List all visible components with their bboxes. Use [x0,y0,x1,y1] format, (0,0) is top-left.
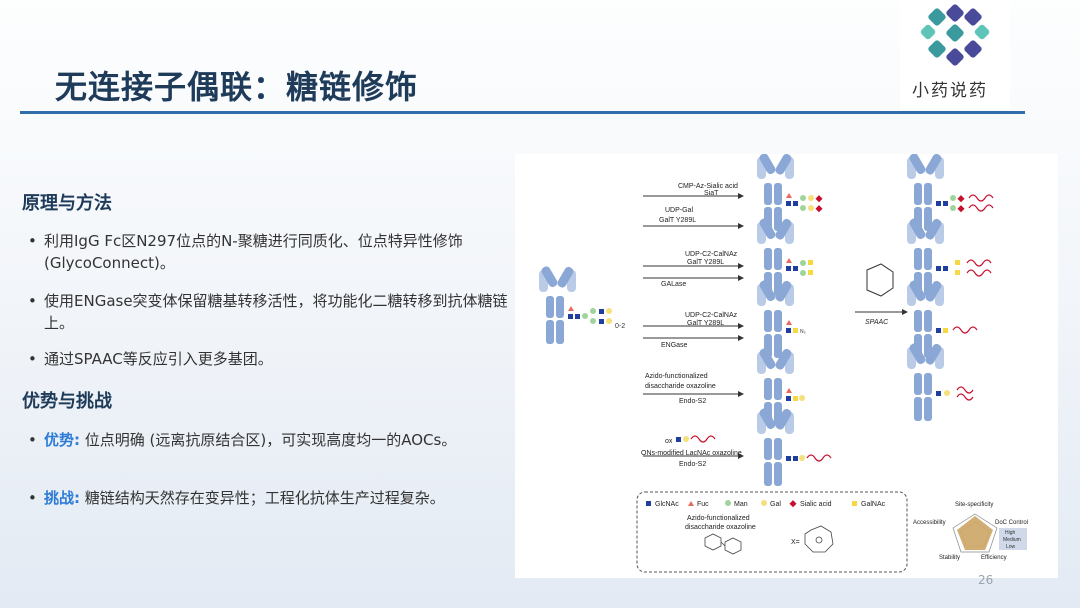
radar-axis-label: Stability [939,555,960,561]
bullet-item: •利用IgG Fc区N297位点的N-聚糖进行同质化、位点特异性修饰 (Glyc… [28,230,508,274]
fuc-icon [688,501,694,506]
route-label: ONs-modified LacNAc oxazoline [641,450,742,457]
slide-title: 无连接子偶联：糖链修饰 [55,68,419,106]
radar-level-label: Medium [1003,537,1021,543]
route-label: ENGase [661,342,688,349]
cyclooctyne-structure-icon [804,525,834,553]
legend-label: Sialic acid [800,501,832,508]
intermediate-antibodies: N₃ [757,151,832,486]
route-label: CMP-Az-Sialic acid [678,183,738,190]
bullet-text: 通过SPAAC等反应引入更多基团。 [44,350,273,368]
route-label: Endo-S2 [679,398,706,405]
route-label: SiaT [704,190,719,197]
spaac-step: SPAAC [855,263,908,326]
radar-level-label: Low [1006,544,1016,550]
ox-label: ox [665,438,673,445]
radar-chart: Site-specificity DoC Control Efficiency … [913,502,1028,561]
radar-axis-label: Efficiency [981,555,1007,561]
figure-canvas: 0-2 CMP-Az-Sialic acid SiaT UDP-Gal GalT… [539,151,1028,573]
legend-caption: disaccharide oxazoline [685,524,756,531]
legend-box: GlcNAc Fuc Man Gal Sialic acid GalNAc Az… [636,491,908,573]
man-icon [725,500,731,506]
radar-axis-label: DoC Control [995,520,1028,526]
route-label: disaccharide oxazoline [645,383,716,390]
advantage-label: 优势: [44,431,80,449]
glycan-remodeling-figure: 0-2 CMP-Az-Sialic acid SiaT UDP-Gal GalT… [515,151,1058,578]
route-label: Azido-functionalized [645,373,708,380]
logo: 小药说药 [900,0,1010,110]
x-label: X= [791,539,800,546]
radar-axis-label: Site-specificity [955,502,993,508]
bullet-text: 利用IgG Fc区N297位点的N-聚糖进行同质化、位点特异性修饰 (Glyco… [44,232,463,272]
radar-level-label: High [1005,530,1016,536]
section-heading-method: 原理与方法 [22,193,112,214]
logo-mark-icon [920,4,990,66]
challenge-item: •挑战: 糖链结构天然存在变异性；工程化抗体生产过程复杂。 [28,489,445,507]
legend-caption: Azido-functionalized [687,515,750,522]
galnac-icon [852,501,857,506]
legend-label: Gal [770,501,781,508]
route-label: GalT Y289L [687,320,724,327]
radar-axis-label: Accessibility [913,520,946,526]
route-label: GalT Y289L [687,259,724,266]
route-label: GALase [661,281,686,288]
legend-label: Fuc [697,501,709,508]
route-label: Endo-S2 [679,461,706,468]
oxazoline-structure-icon [704,533,742,555]
conjugate-products [907,151,994,421]
spaac-label: SPAAC [865,319,889,326]
page-number: 26 [978,573,994,587]
challenge-label: 挑战: [44,489,80,507]
legend-label: GalNAc [861,501,886,508]
section-heading-pros-cons: 优势与挑战 [22,391,112,412]
route-label: UDP-C2-CalNAz [685,312,738,319]
logo-text: 小药说药 [912,81,988,101]
route-label: UDP-C2-CalNAz [685,251,738,258]
title-underline [20,111,1025,114]
starting-antibody: 0-2 [539,264,625,344]
bullet-item: •通过SPAAC等反应引入更多基团。 [28,348,508,370]
legend-label: GlcNAc [655,501,679,508]
route-label: GalT Y289L [659,217,696,224]
legend-label: Man [734,501,748,508]
gal-icon [761,500,767,506]
reaction-arrows: CMP-Az-Sialic acid SiaT UDP-Gal GalT Y28… [641,183,744,468]
advantage-item: •优势: 位点明确 (远离抗原结合区)，可实现高度均一的AOCs。 [28,431,457,449]
challenge-text: 糖链结构天然存在变异性；工程化抗体生产过程复杂。 [80,489,445,507]
bullet-text: 使用ENGase突变体保留糖基转移活性，将功能化二糖转移到抗体糖链上。 [44,292,508,332]
glcnac-icon [646,501,651,506]
start-label: 0-2 [615,323,625,330]
sialic-acid-icon [789,500,797,508]
n3-label: N₃ [800,329,806,335]
advantage-text: 位点明确 (远离抗原结合区)，可实现高度均一的AOCs。 [80,431,457,449]
route-label: UDP-Gal [665,207,693,214]
bullet-item: •使用ENGase突变体保留糖基转移活性，将功能化二糖转移到抗体糖链上。 [28,292,508,332]
